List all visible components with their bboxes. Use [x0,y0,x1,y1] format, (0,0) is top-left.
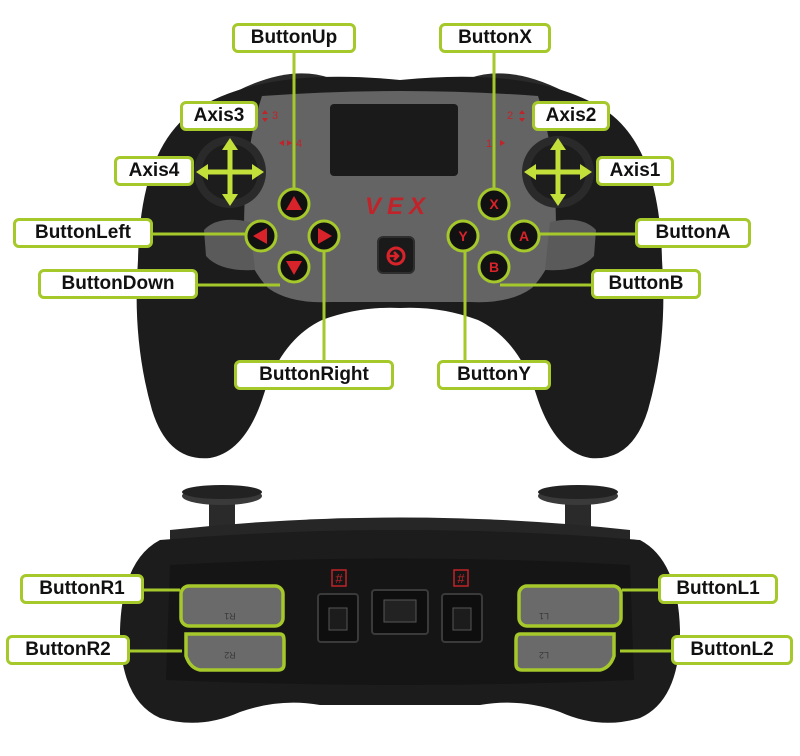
leader-lines [150,52,636,362]
axis1-marker: 1 [486,138,492,150]
callout-button-a: ButtonA [635,218,751,248]
left-joystick-arrows [196,138,264,206]
axis3-marker: 3 [272,110,278,122]
up-arrow-icon [286,196,302,210]
trigger-r1-mark: R1 [224,611,236,621]
trigger-l1-mark: L1 [539,611,549,621]
callout-axis2: Axis2 [532,101,610,131]
callout-button-left: ButtonLeft [13,218,153,248]
vex-logo: VEX [365,193,431,220]
trigger-r2-mark: R2 [224,650,236,660]
button-b-letter: B [489,259,499,275]
port-symbol-right: # [457,571,465,586]
button-x-letter: X [489,196,499,212]
callout-button-right: ButtonRight [234,360,394,390]
callout-button-y: ButtonY [437,360,551,390]
back-controller: # # R1 R2 L1 L2 [120,485,680,723]
callout-axis1: Axis1 [596,156,674,186]
axis4-marker: 4 [296,138,302,150]
callout-axis3: Axis3 [180,101,258,131]
callout-axis4: Axis4 [114,156,194,186]
trigger-r2 [184,632,286,672]
callout-button-x: ButtonX [439,23,551,53]
callout-button-l1: ButtonL1 [658,574,778,604]
button-y-letter: Y [458,228,468,244]
callout-button-r1: ButtonR1 [20,574,144,604]
port-symbols: # # [331,569,469,587]
face-buttons [446,187,541,284]
axis2-marker: 2 [507,110,513,122]
right-arrow-icon [318,228,332,244]
callout-button-b: ButtonB [591,269,701,299]
button-b-circle [477,250,511,284]
trigger-l2-mark: L2 [539,650,549,660]
button-a-letter: A [519,228,529,244]
callout-button-down: ButtonDown [38,269,198,299]
button-x-circle [477,187,511,221]
button-a-circle [507,219,541,253]
trigger-r1 [179,584,285,628]
callout-button-l2: ButtonL2 [671,635,793,665]
trigger-l1 [517,584,623,628]
left-arrow-icon [253,228,267,244]
port-symbol-left: # [335,571,343,586]
down-arrow-icon [286,261,302,275]
right-joystick-arrows [524,138,592,206]
button-y-circle [446,219,480,253]
trigger-l2 [514,632,616,672]
callout-button-up: ButtonUp [232,23,356,53]
callout-button-r2: ButtonR2 [6,635,130,665]
lcd-screen [330,104,458,176]
